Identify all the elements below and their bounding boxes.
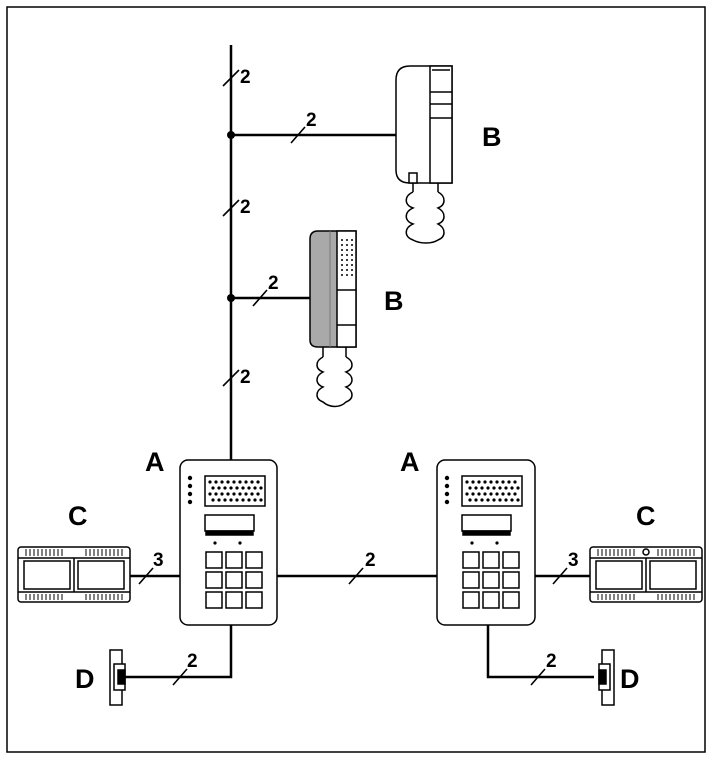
left-lock-wire bbox=[125, 625, 233, 679]
door-lock-right bbox=[598, 649, 615, 706]
wire-count-branch-mid: 2 bbox=[268, 273, 279, 294]
label-a-right: A bbox=[400, 447, 420, 477]
wire-count-right-lock: 2 bbox=[546, 651, 557, 672]
speaker-grille-right bbox=[444, 475, 520, 505]
label-c-left: C bbox=[68, 501, 88, 531]
handset-mid-speaker-holes bbox=[341, 239, 353, 276]
wire-count-left-power: 3 bbox=[153, 550, 164, 571]
label-a-left: A bbox=[145, 447, 165, 477]
label-b-mid: B bbox=[384, 286, 404, 316]
right-lock-wire bbox=[486, 625, 594, 679]
entrance-panel-right bbox=[436, 459, 536, 626]
label-c-right: C bbox=[636, 501, 656, 531]
wire-count-riser-top: 2 bbox=[240, 67, 251, 88]
interphone-handset-mid bbox=[309, 230, 357, 408]
junction-dot-mid bbox=[227, 294, 235, 302]
wire-count-riser-mid: 2 bbox=[240, 197, 251, 218]
speaker-grille-left bbox=[187, 475, 263, 505]
entrance-panel-left bbox=[179, 459, 278, 626]
label-d-left: D bbox=[75, 664, 95, 694]
terminal-strip-right bbox=[597, 549, 695, 600]
door-lock-left bbox=[109, 649, 126, 706]
power-supply-left bbox=[17, 546, 131, 603]
wire-count-riser-low: 2 bbox=[240, 367, 251, 388]
power-supply-right bbox=[589, 546, 703, 603]
wire-count-left-lock: 2 bbox=[187, 651, 198, 672]
wires bbox=[125, 45, 594, 679]
wire-count-right-power: 3 bbox=[568, 550, 579, 571]
wire-count-panel-link: 2 bbox=[365, 550, 376, 571]
label-d-right: D bbox=[620, 664, 640, 694]
wire-count-branch-top: 2 bbox=[306, 110, 317, 131]
terminal-strip-left bbox=[25, 549, 123, 600]
junction-dot-top bbox=[227, 131, 235, 139]
diagram-frame bbox=[6, 6, 706, 753]
label-b-top: B bbox=[482, 122, 502, 152]
interphone-handset-top bbox=[395, 65, 453, 244]
wire-slashes bbox=[138, 69, 568, 686]
